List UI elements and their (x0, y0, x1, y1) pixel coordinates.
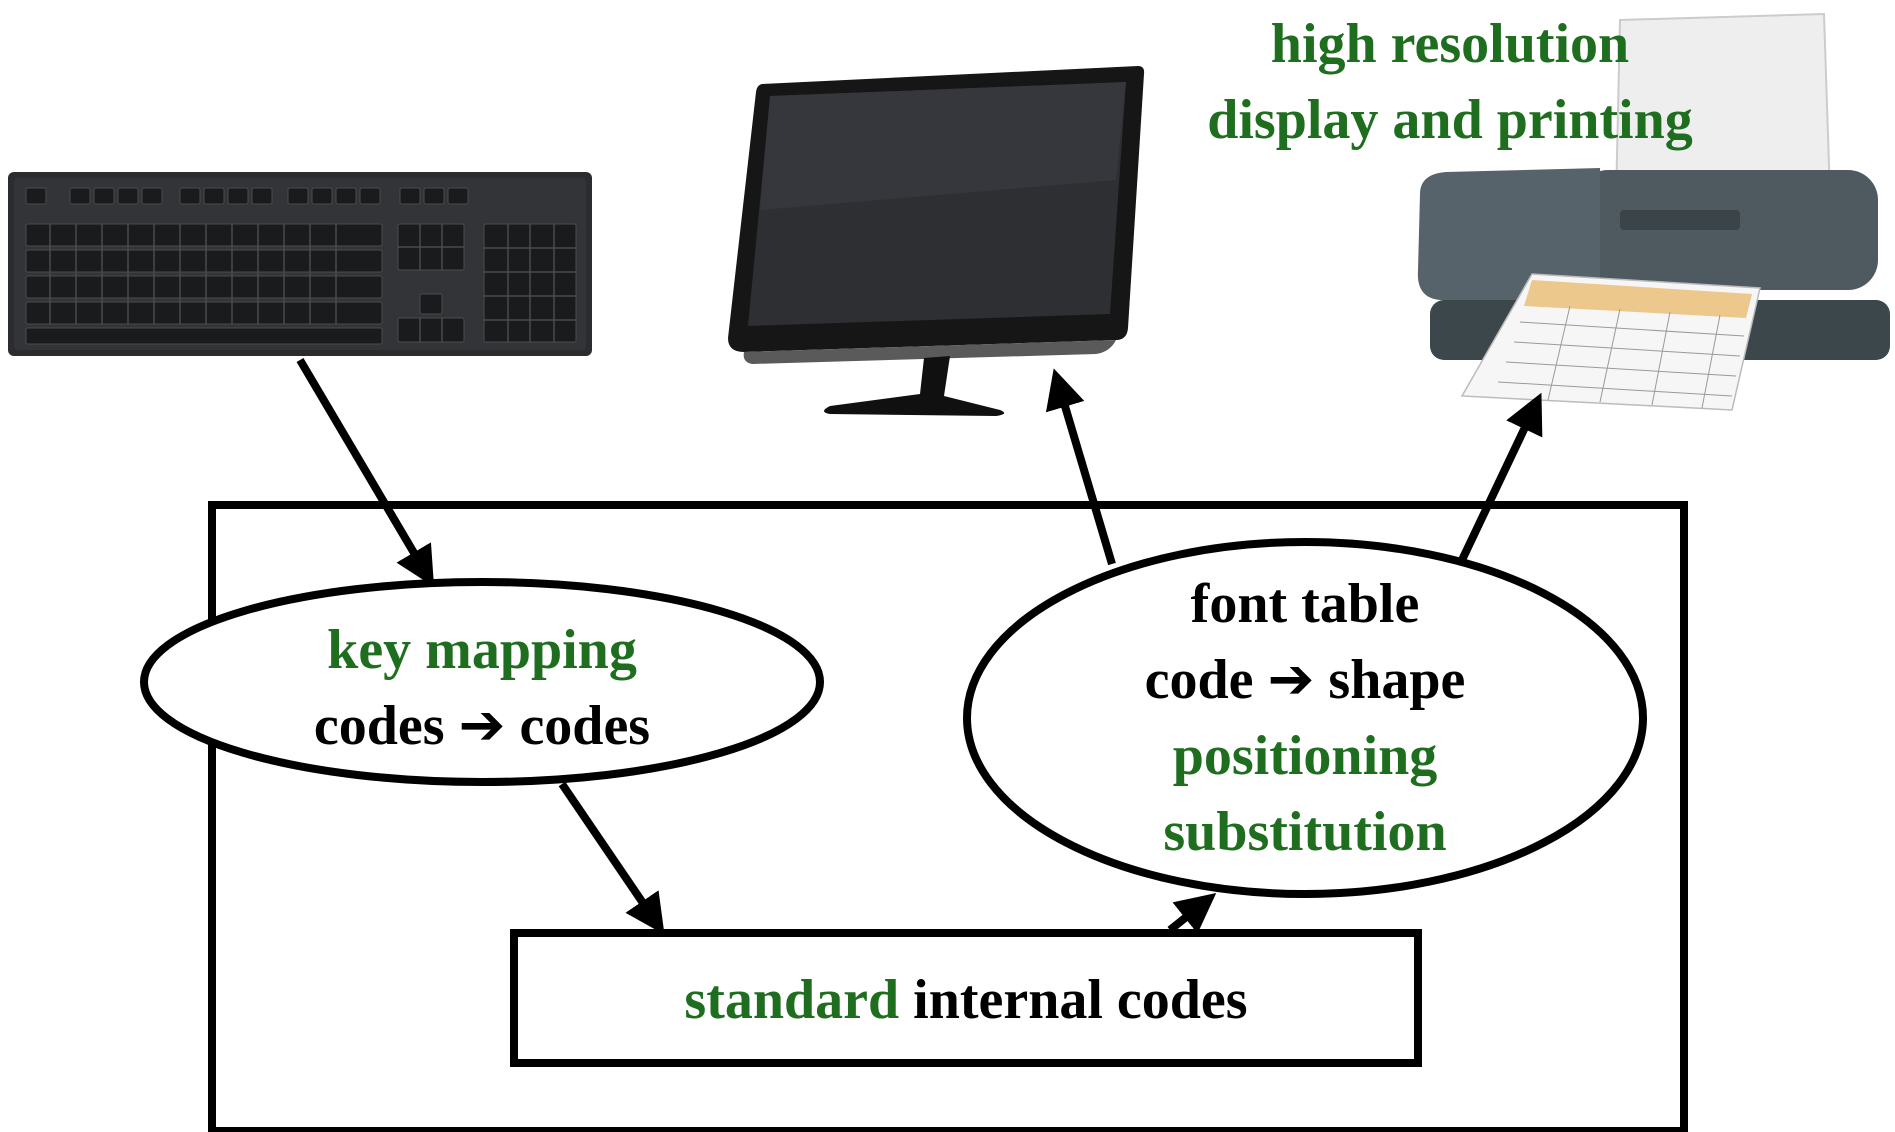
arrow-internal-codes-to-font-table (1167, 893, 1217, 934)
font-table-substitution: substitution (1163, 801, 1447, 863)
keyboard-icon (8, 172, 592, 356)
arrow-font-table-to-monitor (1045, 368, 1116, 566)
font-table-node (963, 538, 1647, 898)
arrow-key-mapping-to-internal-codes (558, 781, 665, 935)
arrow-keyboard-to-key-mapping (296, 357, 435, 587)
internal-codes-label: standard internal codes (514, 972, 1418, 1028)
internal-codes-standard: standard (684, 969, 900, 1031)
output-label-line2: display and printing (1207, 89, 1693, 151)
internal-codes-box (510, 929, 1422, 1067)
internal-codes-rest: internal codes (913, 969, 1248, 1031)
key-mapping-title: key mapping (327, 619, 637, 681)
key-mapping-rule: codes ➔ codes (212, 695, 752, 757)
printer-icon (1417, 12, 1890, 411)
monitor-icon (728, 66, 1145, 416)
font-table-title: font table (1190, 573, 1420, 635)
key-mapping-node (140, 578, 824, 786)
font-table-positioning: positioning (1172, 725, 1438, 787)
right-arrow-icon: ➔ (458, 693, 506, 758)
key-mapping-right: codes (519, 695, 651, 757)
output-label-line1: high resolution (1270, 13, 1630, 75)
font-table-rule: code ➔ shape (1035, 649, 1575, 711)
font-table-right: shape (1328, 649, 1466, 711)
key-mapping-left: codes (313, 695, 445, 757)
font-table-left: code (1144, 649, 1254, 711)
right-arrow-icon: ➔ (1267, 647, 1315, 712)
system-boundary (208, 501, 1688, 1132)
arrow-font-table-to-printer (1458, 392, 1543, 562)
